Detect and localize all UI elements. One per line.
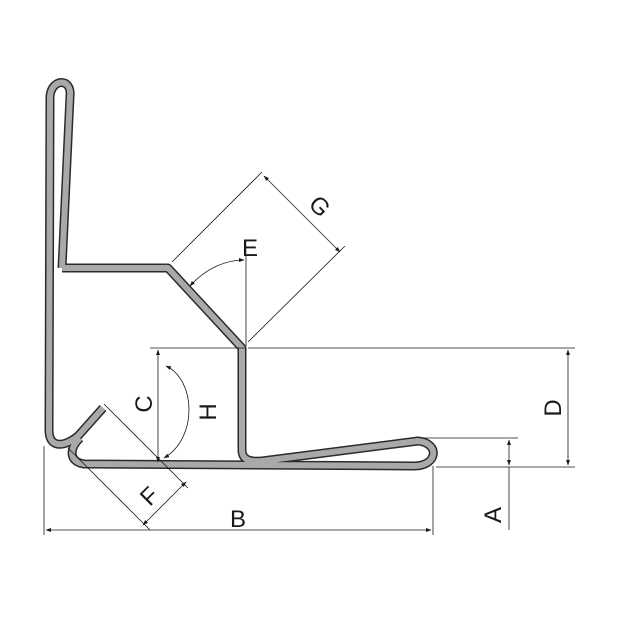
dimension-a-label: A [480, 507, 507, 523]
dimension-d: D [248, 347, 575, 466]
dimension-h: H [163, 365, 222, 459]
dimension-c: C [131, 347, 246, 463]
dimension-c-label: C [131, 395, 158, 412]
dimension-g-label: G [303, 191, 335, 223]
dimension-d-label: D [540, 399, 567, 416]
dimension-f-label: F [135, 482, 164, 511]
metal-profile [44, 78, 438, 471]
dimension-e: E [189, 235, 258, 346]
dimension-b: B [43, 446, 434, 535]
dimension-b-label: B [230, 506, 246, 533]
dimension-g: G [171, 171, 346, 343]
dimension-h-label: H [195, 403, 222, 420]
dimension-a: A [420, 437, 575, 530]
dimension-e-label: E [242, 235, 258, 262]
